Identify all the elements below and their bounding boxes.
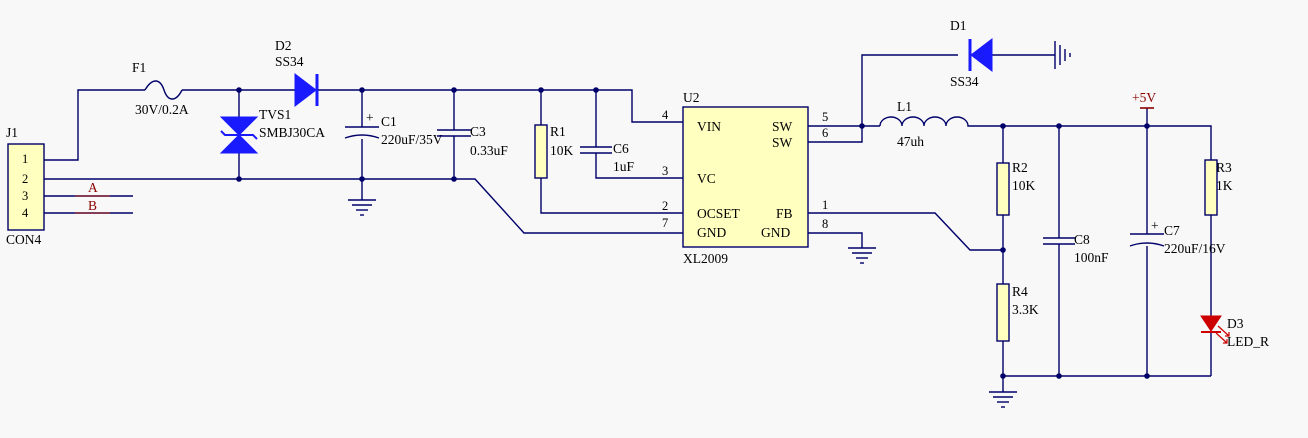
- ic-pin-sw-1: SW: [772, 119, 793, 134]
- c3-ref: C3: [470, 124, 486, 139]
- ic-pin-num-2: 2: [662, 199, 668, 213]
- f1-value: 30V/0.2A: [135, 102, 189, 117]
- c1-plus: +: [366, 110, 374, 125]
- wires: [44, 54, 1212, 392]
- resistor-r3: R3 1K: [1204, 159, 1233, 216]
- ic-pin-num-7: 7: [662, 216, 668, 230]
- ic-pin-ocset: OCSET: [697, 206, 741, 221]
- c1-ref: C1: [381, 114, 397, 129]
- capacitor-c7: + C7 220uF/16V: [1129, 218, 1226, 256]
- ic-ref: U2: [683, 90, 700, 105]
- r2-value: 10K: [1012, 178, 1036, 193]
- resistor-r2: R2 10K: [996, 160, 1036, 216]
- j1-pin-1: 1: [22, 152, 28, 166]
- c6-value: 1uF: [613, 159, 635, 174]
- power-label: +5V: [1132, 90, 1156, 105]
- tvs1-value: SMBJ30CA: [259, 125, 325, 140]
- d2-value: SS34: [275, 54, 304, 69]
- c3-value: 0.33uF: [470, 143, 508, 158]
- net-label-b: B: [88, 198, 97, 213]
- tvs-diode-tvs1: TVS1 SMBJ30CA: [219, 107, 325, 154]
- ground-symbol-c1: [348, 199, 376, 216]
- j1-name: CON4: [6, 232, 42, 247]
- d1-ref: D1: [950, 18, 967, 33]
- ground-symbol-ic: [848, 247, 876, 264]
- l1-value: 47uh: [897, 134, 924, 149]
- inductor-l1: L1 47uh: [879, 99, 970, 149]
- c7-plus: +: [1151, 218, 1159, 233]
- ic-name: XL2009: [683, 251, 728, 266]
- j1-ref: J1: [6, 125, 18, 140]
- resistor-r4: R4 3.3K: [996, 283, 1039, 342]
- r3-value: 1K: [1216, 178, 1233, 193]
- junctions: [236, 87, 1150, 379]
- c8-value: 100nF: [1074, 250, 1109, 265]
- c6-ref: C6: [613, 141, 629, 156]
- ic-pin-fb: FB: [776, 206, 793, 221]
- ic-pin-num-3: 3: [662, 164, 668, 178]
- diode-d1: D1 SS34: [950, 18, 993, 89]
- ic-pin-num-6: 6: [822, 126, 828, 140]
- ic-pin-gnd-left: GND: [697, 225, 726, 240]
- ic-pin-vc: VC: [697, 171, 716, 186]
- c7-ref: C7: [1164, 223, 1180, 238]
- power-port-5v: +5V: [1132, 90, 1156, 109]
- j1-pin-4: 4: [22, 206, 29, 220]
- r2-ref: R2: [1012, 160, 1028, 175]
- ic-pin-num-1: 1: [822, 198, 828, 212]
- diode-d2: D2 SS34: [275, 38, 319, 108]
- r1-ref: R1: [550, 124, 566, 139]
- r1-value: 10K: [550, 143, 574, 158]
- ground-symbol-d1: [1054, 41, 1071, 69]
- d3-value: LED_R: [1227, 334, 1269, 349]
- capacitor-c6: C6 1uF: [580, 141, 635, 174]
- ground-symbol-output: [989, 391, 1017, 408]
- j1-pin-2: 2: [22, 172, 28, 186]
- l1-ref: L1: [897, 99, 912, 114]
- capacitor-c1: + C1 220uF/35V: [344, 110, 443, 147]
- r4-ref: R4: [1012, 284, 1028, 299]
- capacitor-c8: C8 100nF: [1043, 232, 1109, 265]
- resistor-r1: R1 10K: [534, 124, 574, 179]
- r4-value: 3.3K: [1012, 302, 1039, 317]
- ic-pin-num-4: 4: [662, 108, 669, 122]
- ic-pin-num-8: 8: [822, 217, 828, 231]
- d2-ref: D2: [275, 38, 292, 53]
- ic-u2: U2 4 3 2 7 VIN VC OCSET GND 5 6 1 8 SW S…: [662, 90, 828, 266]
- c8-ref: C8: [1074, 232, 1090, 247]
- net-label-a: A: [88, 180, 98, 195]
- led-d3: D3 LED_R: [1200, 315, 1269, 349]
- tvs1-ref: TVS1: [259, 107, 291, 122]
- j1-pin-3: 3: [22, 189, 28, 203]
- connector-j1: J1 1 2 3 4 CON4 A B: [6, 125, 110, 247]
- r3-ref: R3: [1216, 160, 1232, 175]
- c1-value: 220uF/35V: [381, 132, 443, 147]
- capacitor-c3: C3 0.33uF: [437, 124, 508, 158]
- d1-value: SS34: [950, 74, 979, 89]
- ic-pin-sw-2: SW: [772, 135, 793, 150]
- ic-pin-num-5: 5: [822, 110, 828, 124]
- f1-ref: F1: [132, 60, 146, 75]
- d3-ref: D3: [1227, 316, 1244, 331]
- ic-pin-gnd-right: GND: [761, 225, 790, 240]
- c7-value: 220uF/16V: [1164, 241, 1226, 256]
- ic-pin-vin: VIN: [697, 119, 721, 134]
- fuse-f1: F1 30V/0.2A: [132, 60, 189, 117]
